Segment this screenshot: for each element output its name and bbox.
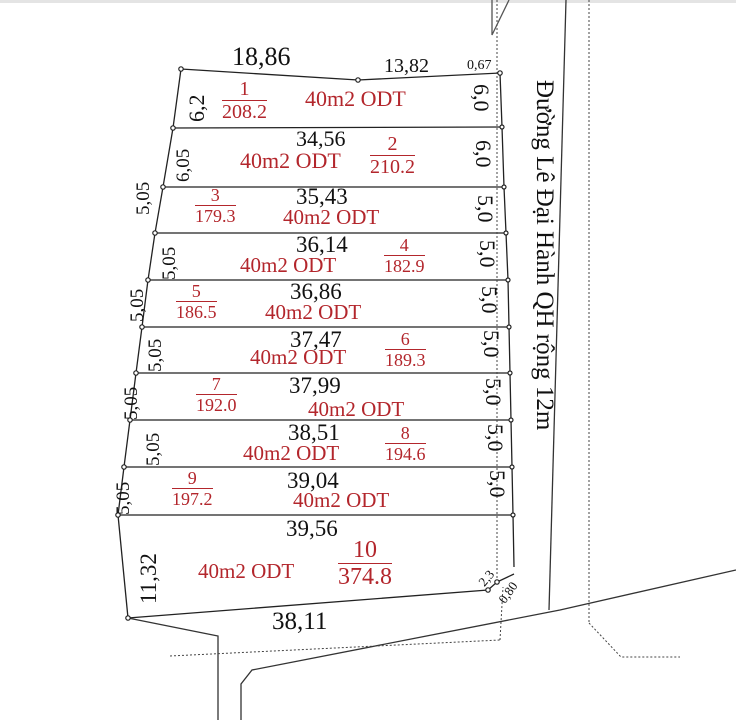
lot-2-right-side: 6,0 [471, 140, 496, 168]
lot-3-right-side: 5,0 [473, 195, 498, 223]
street-label: Đường Lê Đại Hành QH rộng 12m [531, 80, 558, 431]
lot-5-length: 36,86 [290, 279, 342, 304]
lot-5-right-side: 5,0 [477, 286, 502, 314]
lot-4-length: 36,14 [296, 232, 348, 257]
lot-3-length: 35,43 [296, 184, 348, 209]
lot-6-right-side: 5,0 [479, 330, 504, 358]
lot-5-zoning: 40m2 ODT [265, 300, 362, 324]
lot-7-length: 37,99 [289, 373, 341, 398]
left-outer-dimension-4: 5,05 [113, 481, 134, 515]
top-corner-dimension: 0,67 [467, 58, 492, 73]
lot-2-length: 34,56 [296, 126, 346, 151]
lot-6-zoning: 40m2 ODT [250, 345, 347, 369]
top-border [0, 0, 736, 3]
left-outer-dimension-1: 5,05 [133, 181, 154, 215]
lot-4-right-side: 5,0 [475, 240, 500, 268]
lot-9-right-side: 5,0 [485, 470, 510, 498]
lot-4-left-side: 5,05 [159, 246, 180, 280]
lot-8-zoning: 40m2 ODT [243, 441, 340, 465]
lot-2-zoning: 40m2 ODT [240, 148, 341, 173]
lot-8-length: 38,51 [288, 420, 340, 445]
lot-1-left-side: 6,2 [184, 94, 209, 123]
lot-4-zoning: 40m2 ODT [240, 253, 337, 277]
lot-9-zoning: 40m2 ODT [293, 488, 390, 512]
lot-10-zoning: 40m2 ODT [198, 559, 295, 583]
lot-8-right-side: 5,0 [483, 424, 508, 452]
lot-6-length: 37,47 [290, 327, 342, 352]
lot-10-length: 39,56 [286, 516, 338, 541]
lot-10-left-side: 11,32 [136, 553, 161, 604]
lot-7-zoning: 40m2 ODT [308, 397, 405, 421]
lot-1-right-side: 6,0 [469, 84, 494, 112]
lot-3-zoning: 40m2 ODT [283, 205, 380, 229]
lot-2-left-side: 6,05 [173, 148, 194, 182]
lot-7-right-side: 5,0 [481, 378, 506, 406]
top-left-dimension: 18,86 [232, 42, 291, 71]
left-outer-dimension-2: 5,05 [127, 288, 148, 322]
lot-9-length: 39,04 [287, 468, 339, 493]
lot-1-zoning: 40m2 ODT [305, 86, 406, 111]
parcel-outline-bottom [127, 573, 515, 619]
lot-6-left-side: 5,05 [145, 338, 166, 372]
bottom-dimension: 38,11 [272, 608, 328, 635]
left-outer-dimension-3: 5,05 [121, 386, 142, 420]
lot-8-left-side: 5,05 [143, 432, 164, 466]
top-right-dimension: 13,82 [384, 55, 429, 77]
